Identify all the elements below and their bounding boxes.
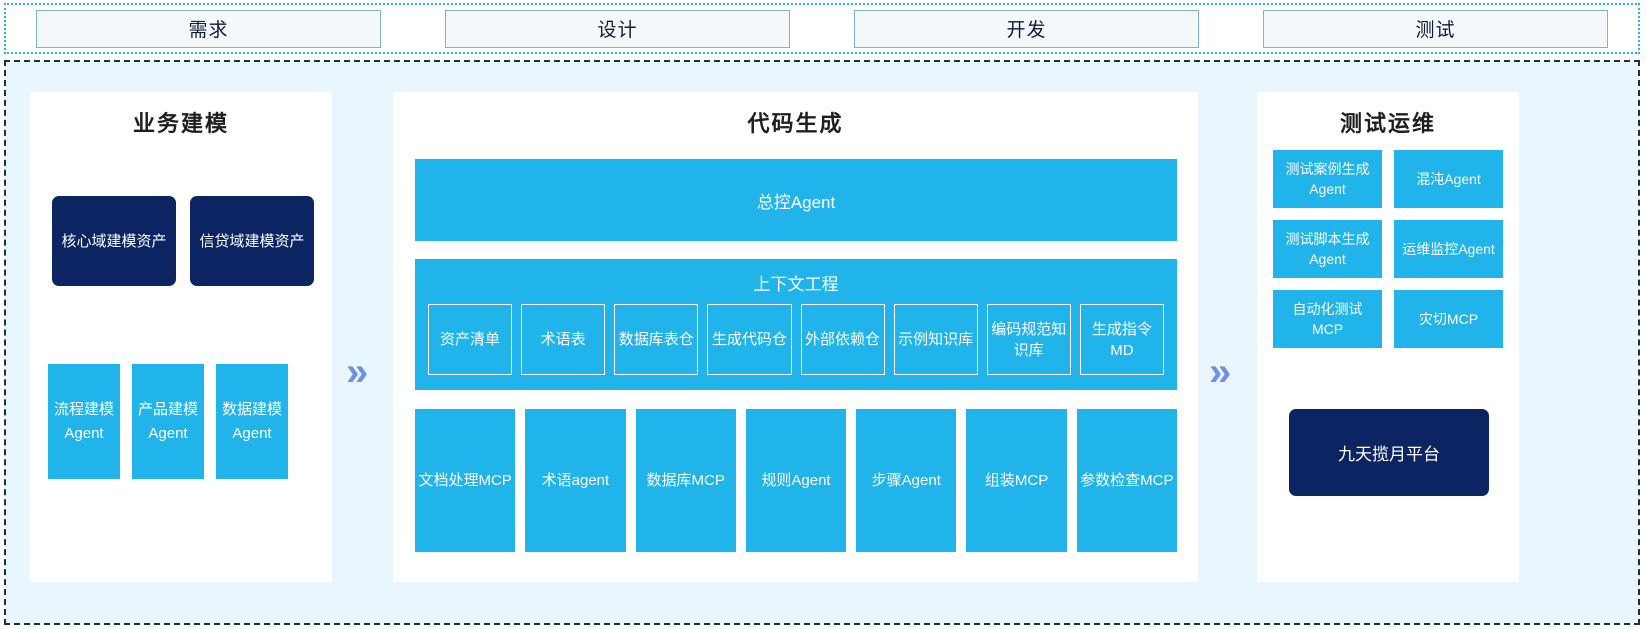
modeling-agent-label: 流程建模Agent: [53, 400, 114, 442]
panel-title-test-operations: 测试运维: [1339, 111, 1436, 136]
context-item-label: 示例知识库: [898, 331, 974, 348]
test-box-label: 测试案例生成Agent: [1285, 161, 1370, 197]
asset-box-core-domain[interactable]: 核心域建模资产: [52, 196, 176, 286]
context-item-glossary[interactable]: 术语表: [521, 304, 606, 375]
asset-box-row: 核心域建模资产 信贷域建模资产: [52, 196, 314, 286]
context-item-example-knowledge-base[interactable]: 示例知识库: [893, 304, 978, 375]
chevron-right-icon: »: [346, 350, 369, 394]
automated-test-mcp[interactable]: 自动化测试MCP: [1273, 290, 1382, 348]
asset-box-credit-domain[interactable]: 信贷域建模资产: [190, 196, 314, 286]
context-engineering-block: 上下文工程 资产清单 术语表 数据库表仓 生成代码仓 外部依赖仓: [415, 259, 1177, 390]
platform-box-jiutian-lanyue[interactable]: 九天揽月平台: [1289, 409, 1489, 496]
mcp-label: 文档处理MCP: [418, 471, 512, 489]
mcp-label: 组装MCP: [984, 471, 1049, 489]
master-control-agent-banner[interactable]: 总控Agent: [415, 159, 1177, 241]
context-item-external-dependency-repo[interactable]: 外部依赖仓: [800, 304, 885, 375]
phase-box-requirements[interactable]: 需求: [36, 9, 381, 48]
test-box-label: 运维监控Agent: [1402, 241, 1495, 257]
chevron-right-icon: »: [1209, 350, 1232, 394]
disaster-recovery-mcp[interactable]: 灾切MCP: [1394, 290, 1503, 348]
mcp-tool-row: 文档处理MCP 术语agent 数据库MCP 规则Agent 步骤Agent 组…: [415, 409, 1177, 552]
panel-business-modeling: 业务建模 核心域建模资产 信贷域建模资产 流程建模Agent 产品建模Agent…: [30, 92, 332, 582]
test-box-label: 混沌Agent: [1416, 171, 1481, 187]
panel-title-business-modeling: 业务建模: [132, 111, 229, 136]
mcp-label: 术语agent: [541, 471, 610, 489]
phase-label: 设计: [597, 20, 638, 41]
mcp-label: 规则Agent: [761, 471, 831, 489]
context-item-label: 外部依赖仓: [805, 331, 881, 348]
context-item-label: 术语表: [540, 331, 586, 348]
context-item-label: 资产清单: [440, 331, 501, 348]
mcp-rule-agent[interactable]: 规则Agent: [745, 409, 847, 552]
phase-label: 测试: [1415, 20, 1456, 41]
modeling-agent-label: 数据建模Agent: [221, 400, 282, 442]
context-item-asset-list[interactable]: 资产清单: [428, 304, 513, 375]
operations-monitoring-agent[interactable]: 运维监控Agent: [1394, 220, 1503, 278]
mcp-label: 数据库MCP: [646, 471, 725, 489]
mcp-terminology-agent[interactable]: 术语agent: [525, 409, 626, 552]
mcp-label: 参数检查MCP: [1080, 471, 1174, 489]
panel-title-code-generation: 代码生成: [747, 111, 844, 136]
phase-label: 需求: [188, 20, 229, 41]
test-script-generation-agent[interactable]: 测试脚本生成Agent: [1273, 220, 1382, 278]
context-item-label: 生成代码仓: [711, 331, 787, 348]
context-engineering-title: 上下文工程: [753, 275, 839, 294]
context-item-label: 生成指令MD: [1091, 320, 1152, 359]
mcp-parameter-check[interactable]: 参数检查MCP: [1076, 409, 1177, 552]
phase-box-design[interactable]: 设计: [445, 9, 790, 48]
context-item-generation-instruction-md[interactable]: 生成指令MD: [1079, 304, 1164, 375]
modeling-agent-row: 流程建模Agent 产品建模Agent 数据建模Agent: [48, 364, 318, 479]
modeling-agent-label: 产品建模Agent: [137, 400, 198, 442]
asset-label: 信贷域建模资产: [199, 232, 305, 250]
phase-label: 开发: [1006, 20, 1047, 41]
test-box-label: 灾切MCP: [1418, 311, 1479, 327]
context-item-coding-standard-knowledge-base[interactable]: 编码规范知识库: [986, 304, 1071, 375]
panel-test-operations: 测试运维 测试案例生成Agent 混沌Agent 测试脚本生成Agent 运维监…: [1257, 92, 1519, 582]
mcp-step-agent[interactable]: 步骤Agent: [856, 409, 957, 552]
context-item-row: 资产清单 术语表 数据库表仓 生成代码仓 外部依赖仓 示例知: [428, 304, 1164, 375]
context-item-generated-code-repo[interactable]: 生成代码仓: [707, 304, 792, 375]
chaos-agent[interactable]: 混沌Agent: [1394, 150, 1503, 208]
panel-code-generation: 代码生成 总控Agent 上下文工程 资产清单 术语表 数据库表仓: [393, 92, 1198, 582]
modeling-agent-data[interactable]: 数据建模Agent: [216, 364, 288, 479]
test-box-label: 测试脚本生成Agent: [1285, 231, 1370, 267]
test-box-label: 自动化测试MCP: [1292, 301, 1363, 337]
mcp-assembly[interactable]: 组装MCP: [966, 409, 1067, 552]
asset-label: 核心域建模资产: [61, 232, 167, 250]
main-architecture-area: 业务建模 核心域建模资产 信贷域建模资产 流程建模Agent 产品建模Agent…: [4, 60, 1640, 625]
mcp-document-processing[interactable]: 文档处理MCP: [415, 409, 516, 552]
phase-box-testing[interactable]: 测试: [1263, 9, 1608, 48]
test-case-generation-agent[interactable]: 测试案例生成Agent: [1273, 150, 1382, 208]
phase-strip: 需求 设计 开发 测试: [4, 3, 1640, 54]
mcp-database[interactable]: 数据库MCP: [635, 409, 736, 552]
context-item-db-table-repo[interactable]: 数据库表仓: [614, 304, 699, 375]
modeling-agent-process[interactable]: 流程建模Agent: [48, 364, 120, 479]
test-ops-grid: 测试案例生成Agent 混沌Agent 测试脚本生成Agent 运维监控Agen…: [1273, 150, 1503, 348]
platform-label: 九天揽月平台: [1338, 445, 1440, 464]
mcp-label: 步骤Agent: [871, 471, 941, 489]
master-control-agent-label: 总控Agent: [756, 192, 836, 212]
context-item-label: 编码规范知识库: [991, 320, 1067, 359]
modeling-agent-product[interactable]: 产品建模Agent: [132, 364, 204, 479]
phase-box-development[interactable]: 开发: [854, 9, 1199, 48]
context-item-label: 数据库表仓: [618, 331, 694, 348]
